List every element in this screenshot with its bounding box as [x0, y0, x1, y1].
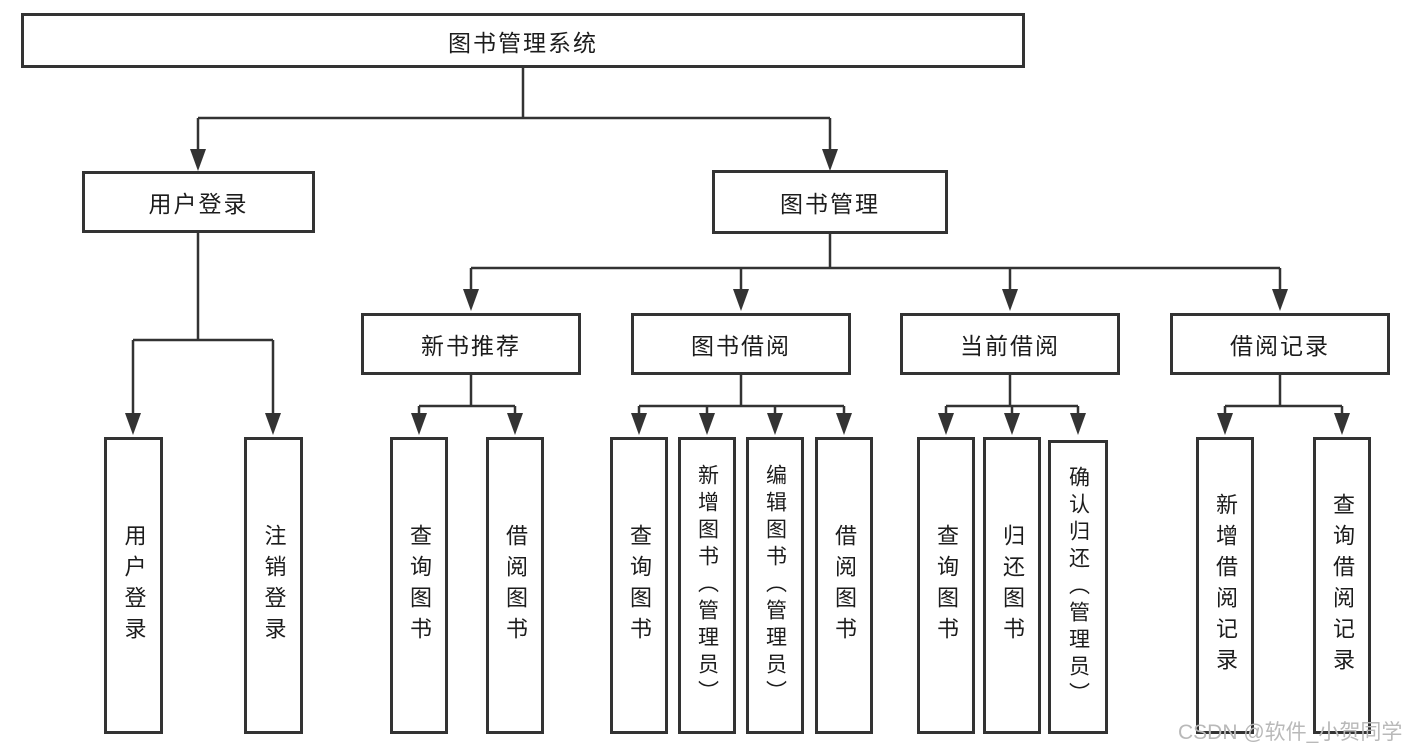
- leaf-logout-label: 注销登录: [261, 523, 287, 648]
- leaf-record-add: 新增借阅记录: [1196, 437, 1254, 734]
- leaf-borrow-add-books-admin-label: 新增图书（管理员）: [695, 464, 719, 707]
- leaf-newbook-query-books-label: 查询图书: [407, 523, 432, 648]
- watermark: CSDN @软件_小贺同学: [1178, 721, 1403, 744]
- leaf-borrow-query-books-label: 查询图书: [627, 523, 652, 648]
- leaf-borrow-add-books-admin: 新增图书（管理员）: [678, 437, 736, 734]
- node-current-borrow: 当前借阅: [900, 313, 1120, 375]
- node-borrow-records: 借阅记录: [1170, 313, 1390, 375]
- leaf-logout: 注销登录: [244, 437, 303, 734]
- leaf-borrow-query-books: 查询图书: [610, 437, 668, 734]
- leaf-user-login: 用户登录: [104, 437, 163, 734]
- leaf-newbook-borrow-books: 借阅图书: [486, 437, 544, 734]
- leaf-current-return-books-label: 归还图书: [1000, 523, 1025, 648]
- leaf-current-return-books: 归还图书: [983, 437, 1041, 734]
- node-book-management: 图书管理: [712, 170, 948, 234]
- leaf-user-login-label: 用户登录: [121, 523, 147, 648]
- leaf-borrow-edit-books-admin: 编辑图书（管理员）: [746, 437, 804, 734]
- leaf-newbook-borrow-books-label: 借阅图书: [503, 523, 528, 648]
- leaf-borrow-borrow-books: 借阅图书: [815, 437, 873, 734]
- node-user-login: 用户登录: [82, 171, 315, 233]
- leaf-record-query: 查询借阅记录: [1313, 437, 1371, 734]
- leaf-borrow-borrow-books-label: 借阅图书: [832, 523, 857, 648]
- leaf-record-query-label: 查询借阅记录: [1330, 492, 1355, 679]
- leaf-current-query-books-label: 查询图书: [934, 523, 959, 648]
- node-new-book-recommend: 新书推荐: [361, 313, 581, 375]
- leaf-current-confirm-return-admin: 确认归还（管理员）: [1048, 440, 1108, 734]
- leaf-newbook-query-books: 查询图书: [390, 437, 448, 734]
- leaf-borrow-edit-books-admin-label: 编辑图书（管理员）: [763, 464, 787, 707]
- leaf-current-query-books: 查询图书: [917, 437, 975, 734]
- node-root: 图书管理系统: [21, 13, 1025, 68]
- node-book-borrow: 图书借阅: [631, 313, 851, 375]
- leaf-record-add-label: 新增借阅记录: [1213, 492, 1238, 679]
- leaf-current-confirm-return-admin-label: 确认归还（管理员）: [1066, 465, 1090, 709]
